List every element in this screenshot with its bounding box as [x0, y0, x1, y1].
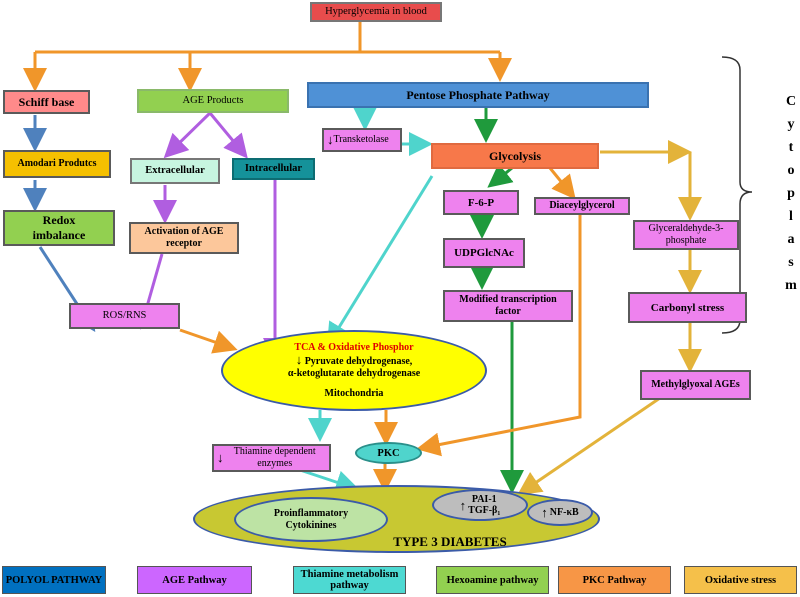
cytoplasm-label: C y t o p l a s m [784, 90, 798, 297]
arrow-thiamine-type3 [299, 468, 360, 494]
legend-polyol: POLYOL PATHWAY [2, 566, 106, 594]
f6p-box: F-6-P [443, 190, 519, 215]
legend-label: Hexoamine pathway [446, 574, 539, 586]
nfkb-ellipse: ↑ NF-κB [527, 499, 593, 526]
schiff-base-label: Schiff base [18, 95, 75, 109]
schiff-base-box: Schiff base [3, 90, 90, 114]
arrow-ros-tca [179, 328, 238, 354]
activation-label: Activation of AGE receptor [144, 226, 224, 249]
cytoplasm-brace [721, 56, 753, 334]
tca-title: TCA & Oxidative Phosphor [294, 341, 414, 353]
pai-tgf-ellipse: ↑ PAI-1 TGF-β₁ [432, 489, 528, 521]
legend-hexoamine: Hexoamine pathway [436, 566, 549, 594]
intracellular-box: Intracellular [232, 158, 315, 180]
hyperglycemia-label: Hyperglycemia in blood [325, 6, 427, 17]
arrow-diacyl-pkc [416, 215, 582, 457]
redox-label-line2: imbalance [32, 228, 86, 242]
tgf-label: TGF-β₁ [468, 505, 501, 516]
f6p-label: F-6-P [467, 196, 495, 209]
legend-oxidative: Oxidative stress [684, 566, 797, 594]
tca-line-ketoglutarate: α-ketoglutarate dehydrogenase [287, 367, 421, 379]
legend-label: PKC Pathway [582, 574, 647, 586]
down-arrow-icon: ↓ [295, 351, 303, 367]
tca-ellipse: TCA & Oxidative Phosphor ↓ Pyruvate dehy… [221, 330, 487, 411]
transketolase-label: Transketolase [333, 134, 389, 145]
diacylglycerol-label: Diaceylglycerol [549, 200, 615, 211]
arrow-glycolysis-tca [326, 175, 434, 348]
extracellular-box: Extracellular [130, 158, 220, 184]
pentose-phosphate-label: Pentose Phosphate Pathway [406, 88, 550, 102]
cytoplasm-letter: p [787, 186, 795, 201]
udpg-box: UDPGlcNAc [443, 238, 525, 268]
type3-diabetes-label: TYPE 3 DIABETES [393, 534, 507, 549]
methylglyoxal-label: Methylglyoxal AGEs [651, 379, 740, 390]
extracellular-label: Extracellular [145, 165, 205, 176]
activation-box: Activation of AGE receptor [129, 222, 239, 254]
thiamine-enzymes-label: Thiamine dependent enzymes [233, 446, 316, 469]
arrow-glycolysis-f6p [487, 163, 514, 188]
pai-tgf-text: PAI-1 TGF-β₁ [468, 494, 500, 516]
cytoplasm-letter: l [789, 209, 793, 224]
cytoplasm-letter: y [787, 117, 795, 132]
cytoplasm-letter: o [787, 163, 795, 178]
mitochondria-label: Mitochondria [324, 387, 384, 399]
diacylglycerol-box: Diaceylglycerol [534, 197, 630, 215]
amodari-box: Amodari Produtcs [3, 150, 111, 178]
glyceraldehyde-label: Glyceraldehyde-3-phosphate [648, 223, 724, 246]
hyperglycemia-box: Hyperglycemia in blood [310, 2, 442, 22]
pkc-ellipse: PKC [355, 442, 422, 464]
tca-line-pyruvate: ↓ Pyruvate dehydrogenase, [295, 351, 413, 368]
legend-label: Oxidative stress [704, 574, 777, 586]
thiamine-enzymes-box: ↓ Thiamine dependent enzymes [212, 444, 331, 472]
arrow-age-extracellular [163, 111, 212, 159]
age-products-box: AGE Products [137, 89, 289, 113]
proinflammatory-label: Proinflammatory Cytokinines [273, 507, 349, 531]
glycolysis-box: Glycolysis [431, 143, 599, 169]
cytoplasm-letter: m [785, 278, 797, 293]
pyruvate-label: Pyruvate dehydrogenase, [304, 355, 413, 367]
legend-label: Thiamine metabolism pathway [300, 569, 399, 591]
pai-label: PAI-1 [471, 494, 497, 505]
intracellular-label: Intracellular [244, 163, 303, 174]
amodari-label: Amodari Produtcs [17, 158, 97, 169]
glyceraldehyde-box: Glyceraldehyde-3-phosphate [633, 220, 739, 250]
modified-transcription-label: Modified transcription factor [459, 294, 557, 317]
nfkb-label: NF-κB [549, 507, 579, 518]
down-arrow-icon: ↓ [327, 132, 334, 147]
cytoplasm-letter: s [788, 255, 794, 270]
cytoplasm-letter: t [788, 140, 794, 155]
pkc-label: PKC [377, 447, 400, 459]
glycolysis-label: Glycolysis [488, 149, 541, 163]
legend-label: POLYOL PATHWAY [5, 574, 103, 586]
legend-thiamine: Thiamine metabolism pathway [293, 566, 406, 594]
legend-age: AGE Pathway [137, 566, 252, 594]
cytoplasm-letter: C [785, 94, 797, 109]
legend-pkc: PKC Pathway [558, 566, 671, 594]
pentose-phosphate-box: Pentose Phosphate Pathway [307, 82, 649, 108]
methylglyoxal-box: Methylglyoxal AGEs [640, 370, 751, 400]
transketolase-box: ↓ Transketolase [322, 128, 402, 152]
carbonyl-stress-box: Carbonyl stress [628, 292, 747, 323]
redox-box: Redox imbalance [3, 210, 115, 246]
age-products-label: AGE Products [182, 95, 244, 106]
ros-rns-label: ROS/RNS [102, 310, 147, 321]
modified-transcription-box: Modified transcription factor [443, 290, 573, 322]
up-arrow-icon: ↑ [541, 504, 548, 520]
udpg-label: UDPGlcNAc [454, 247, 514, 259]
legend-label: AGE Pathway [162, 574, 227, 586]
proinflammatory-ellipse: Proinflammatory Cytokinines [234, 497, 388, 542]
cytoplasm-letter: a [787, 232, 795, 247]
up-arrow-icon: ↑ [459, 497, 467, 513]
down-arrow-icon: ↓ [217, 450, 224, 465]
arrow-glycolysis-diacyl [548, 167, 576, 200]
redox-label-line1: Redox [42, 213, 76, 227]
ros-rns-box: ROS/RNS [69, 303, 180, 329]
carbonyl-stress-label: Carbonyl stress [650, 301, 725, 314]
arrow-methylglyoxal-type3 [517, 396, 661, 496]
arrow-age-intracellular [208, 112, 248, 159]
